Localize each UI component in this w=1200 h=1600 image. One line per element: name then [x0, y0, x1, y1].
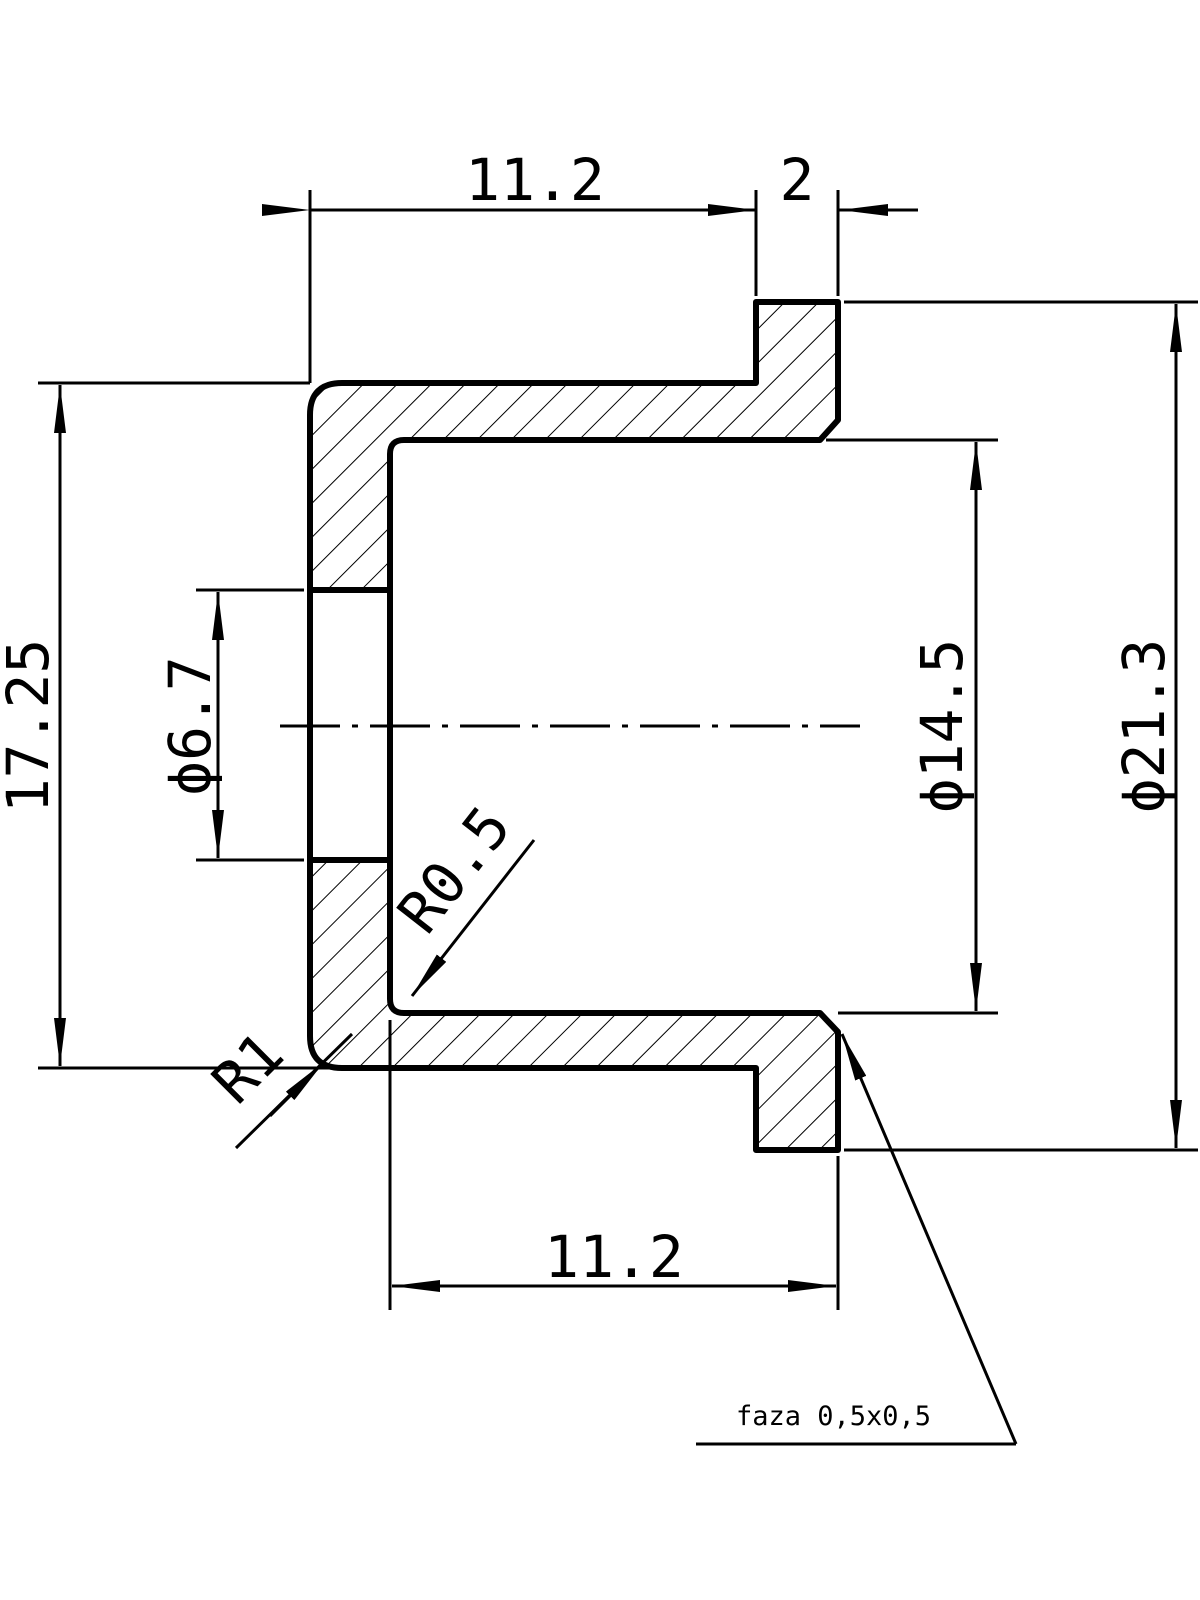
chamfer-leader — [840, 1033, 1018, 1445]
leader-r0-5 — [410, 839, 536, 997]
dim-label-11-2-bottom: 11.2 — [544, 1223, 684, 1291]
section-hatching — [310, 302, 838, 1150]
dim-inner-radius: R0.5 — [384, 794, 536, 997]
dim-label-11-2-top: 11.2 — [465, 146, 605, 214]
dim-label-6-7: ϕ6.7 — [156, 656, 224, 796]
dim-bottom: 11.2 — [388, 1020, 840, 1310]
dim-label-17-25: 17.25 — [0, 639, 62, 814]
dim-label-21-3: ϕ21.3 — [1110, 639, 1178, 814]
dim-left-height: 17.25 — [0, 381, 342, 1070]
chamfer-callout: faza 0,5x0,5 — [696, 1033, 1018, 1446]
dim-hole: ϕ6.7 — [156, 588, 304, 862]
dim-bore: ϕ14.5 — [826, 438, 998, 1015]
dim-flange: ϕ21.3 — [844, 300, 1198, 1152]
dim-label-14-5: ϕ14.5 — [908, 639, 976, 814]
upper-wall-hatch — [310, 302, 838, 590]
chamfer-note: faza 0,5x0,5 — [736, 1401, 931, 1432]
lower-wall-hatch — [310, 860, 838, 1150]
dim-label-2: 2 — [780, 146, 815, 214]
dim-top: 11.2 2 — [262, 146, 918, 383]
dim-label-r0-5: R0.5 — [384, 794, 524, 946]
